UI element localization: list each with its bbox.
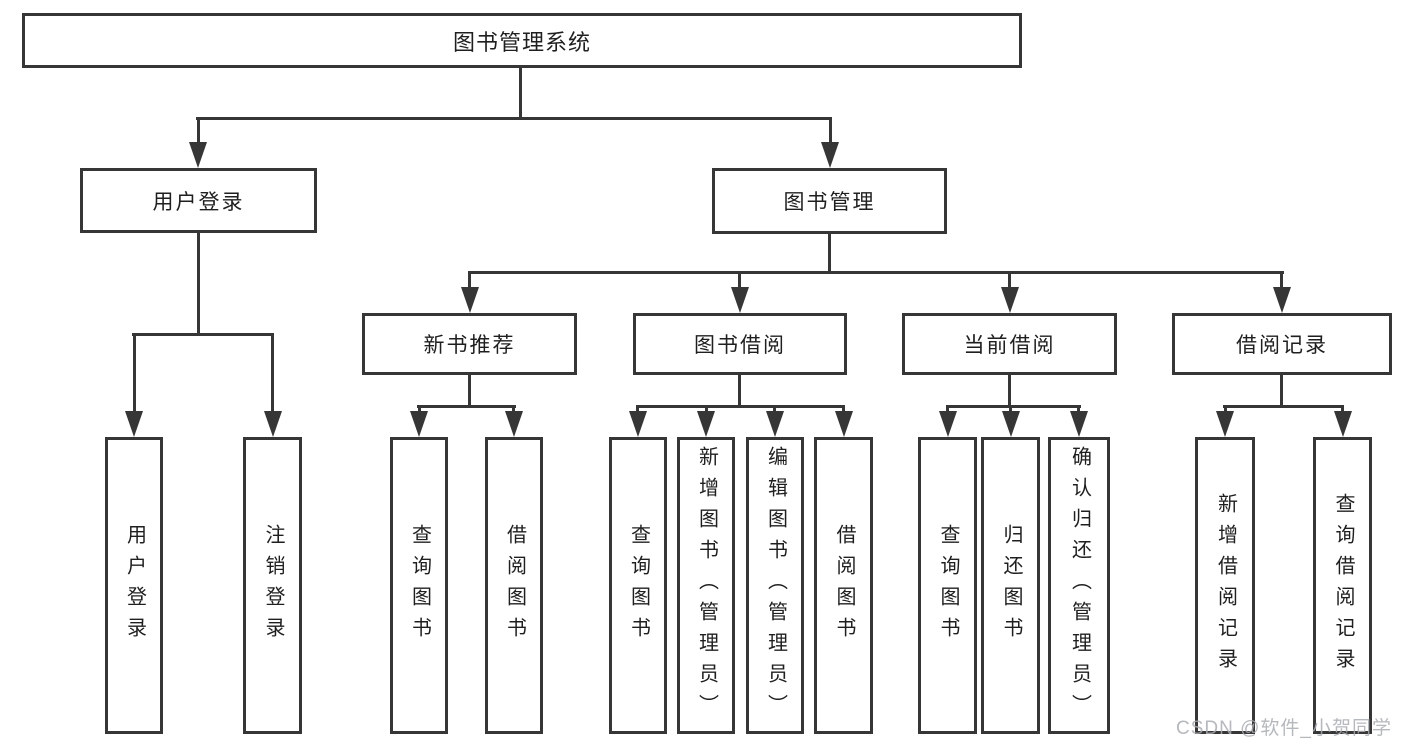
leaf-query-books-current: 查询图书: [918, 437, 977, 734]
connector-line: [271, 333, 274, 413]
node-label: 用户登录: [123, 523, 146, 648]
connector-line: [197, 117, 200, 145]
leaf-add-borrow-record: 新增借阅记录: [1195, 437, 1255, 734]
connector-line: [1280, 375, 1283, 407]
node-label: 查询图书: [627, 523, 650, 648]
connector-line: [1341, 405, 1344, 415]
connector-line: [636, 405, 845, 408]
node-label: 新书推荐: [423, 334, 516, 357]
arrowhead: [1070, 411, 1088, 437]
node-user-login: 用户登录: [80, 168, 317, 233]
leaf-confirm-return-admin: 确认归还（管理员）: [1048, 437, 1110, 734]
arrowhead: [939, 411, 957, 437]
arrowhead: [697, 411, 715, 437]
node-label: 编辑图书（管理员）: [764, 446, 787, 725]
node-label: 归还图书: [1000, 523, 1022, 648]
connector-line: [829, 117, 832, 145]
connector-line: [1224, 405, 1227, 415]
leaf-user-login: 用户登录: [105, 437, 163, 734]
connector-line: [1009, 405, 1012, 415]
arrowhead: [1001, 287, 1019, 313]
connector-line: [705, 405, 708, 415]
connector-line: [197, 232, 200, 335]
node-current-borrowing: 当前借阅: [902, 313, 1117, 375]
leaf-query-books-borrow: 查询图书: [609, 437, 667, 734]
node-label: 借阅记录: [1236, 334, 1328, 357]
arrowhead: [410, 411, 428, 437]
node-label: 查询图书: [408, 523, 431, 648]
connector-line: [946, 405, 1081, 408]
arrowhead: [1216, 411, 1234, 437]
node-label: 借阅图书: [833, 523, 855, 648]
connector-line: [196, 117, 832, 120]
arrowhead: [264, 411, 282, 437]
arrowhead: [125, 411, 143, 437]
connector-line: [636, 405, 639, 415]
arrowhead: [731, 287, 749, 313]
node-label: 确认归还（管理员）: [1068, 446, 1091, 725]
leaf-return-books: 归还图书: [981, 437, 1040, 734]
arrowhead: [766, 411, 784, 437]
connector-line: [1077, 405, 1080, 415]
node-label: 用户登录: [152, 190, 245, 214]
arrowhead: [835, 411, 853, 437]
node-label: 当前借阅: [963, 334, 1056, 357]
leaf-query-books-recommend: 查询图书: [390, 437, 448, 734]
node-label: 新增图书（管理员）: [695, 446, 718, 725]
connector-line: [828, 234, 831, 273]
node-label: 图书管理: [783, 191, 876, 214]
node-label: 查询图书: [937, 523, 959, 648]
node-library-management-system: 图书管理系统: [22, 13, 1022, 68]
node-label: 借阅图书: [503, 523, 526, 648]
leaf-edit-books-admin: 编辑图书（管理员）: [746, 437, 804, 734]
leaf-query-borrow-record: 查询借阅记录: [1313, 437, 1372, 734]
connector-line: [512, 405, 515, 415]
arrowhead: [189, 142, 207, 168]
leaf-borrow-books: 借阅图书: [814, 437, 873, 734]
connector-line: [1008, 271, 1011, 291]
connector-line: [468, 375, 471, 407]
node-new-book-recommend: 新书推荐: [362, 313, 577, 375]
arrowhead: [1273, 287, 1291, 313]
leaf-add-books-admin: 新增图书（管理员）: [677, 437, 735, 734]
arrowhead: [461, 287, 479, 313]
arrowhead: [1002, 411, 1020, 437]
connector-line: [133, 333, 136, 413]
connector-line: [946, 405, 949, 415]
connector-line: [1008, 375, 1011, 407]
connector-line: [418, 405, 421, 415]
connector-line: [738, 271, 741, 291]
csdn-watermark: CSDN @软件_小贺同学: [1176, 718, 1392, 739]
connector-line: [417, 405, 516, 408]
node-book-borrowing: 图书借阅: [633, 313, 847, 375]
connector-line: [468, 271, 1284, 274]
node-label: 新增借阅记录: [1214, 492, 1237, 679]
connector-line: [773, 405, 776, 415]
node-label: 图书管理系统: [452, 29, 591, 55]
arrowhead: [505, 411, 523, 437]
connector-line: [519, 68, 522, 119]
node-label: 图书借阅: [694, 334, 786, 357]
connector-line: [1280, 271, 1283, 291]
arrowhead: [629, 411, 647, 437]
connector-line: [468, 271, 471, 291]
node-label: 查询借阅记录: [1332, 492, 1354, 679]
arrowhead: [1334, 411, 1352, 437]
leaf-logout: 注销登录: [243, 437, 302, 734]
arrowhead: [821, 142, 839, 168]
leaf-borrow-books-recommend: 借阅图书: [485, 437, 543, 734]
connector-line: [132, 333, 274, 336]
node-borrowing-records: 借阅记录: [1172, 313, 1392, 375]
connector-line: [738, 375, 741, 407]
node-label: 注销登录: [262, 523, 284, 648]
connector-line: [1223, 405, 1344, 408]
node-book-management: 图书管理: [712, 168, 947, 234]
connector-line: [842, 405, 845, 415]
